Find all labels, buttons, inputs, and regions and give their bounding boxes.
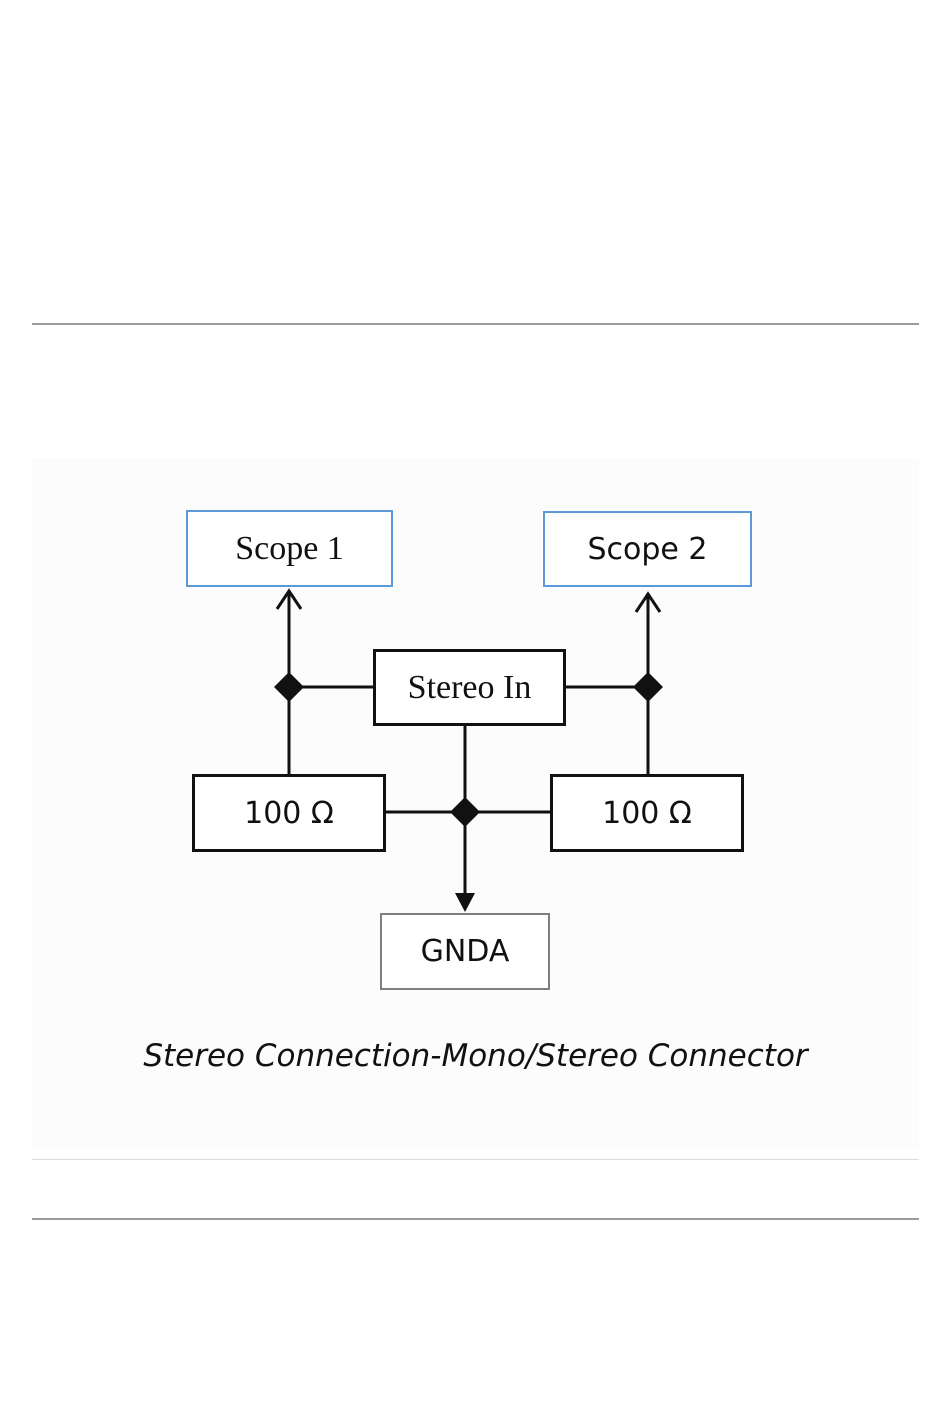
arrowhead-gnda bbox=[455, 893, 475, 912]
gnda-label: GNDA bbox=[421, 934, 510, 969]
bottom-divider bbox=[32, 1218, 919, 1220]
scope1-box: Scope 1 bbox=[186, 510, 393, 587]
figure-caption: Stereo Connection-Mono/Stereo Connector bbox=[32, 1038, 919, 1074]
junction-center bbox=[450, 797, 480, 827]
resistor-left-label: 100 Ω bbox=[244, 796, 334, 831]
resistor-right-box: 100 Ω bbox=[550, 774, 744, 852]
resistor-right-label: 100 Ω bbox=[602, 796, 692, 831]
gnda-box: GNDA bbox=[380, 913, 550, 990]
scope2-label: Scope 2 bbox=[587, 532, 707, 567]
stereo-in-box: Stereo In bbox=[373, 649, 566, 726]
junction-left bbox=[274, 672, 304, 702]
stereo-in-label: Stereo In bbox=[408, 669, 532, 707]
junction-right bbox=[633, 672, 663, 702]
scope2-box: Scope 2 bbox=[543, 511, 752, 587]
resistor-left-box: 100 Ω bbox=[192, 774, 386, 852]
middle-divider bbox=[32, 1159, 919, 1160]
scope1-label: Scope 1 bbox=[235, 530, 344, 568]
